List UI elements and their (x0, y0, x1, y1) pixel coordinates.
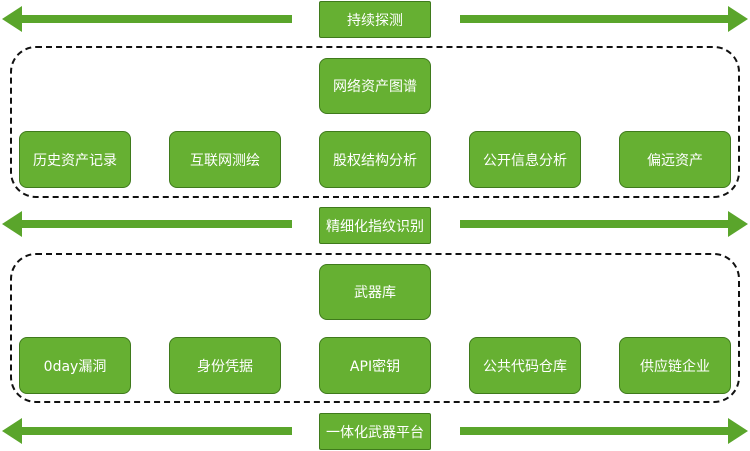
left-arrow-icon (2, 418, 292, 444)
right-arrow-icon (460, 211, 748, 237)
banner-continuous-detection: 持续探测 (319, 1, 431, 38)
left-arrow-icon (2, 211, 292, 237)
node-history-assets: 历史资产记录 (19, 131, 131, 188)
node-equity-structure: 股权结构分析 (319, 131, 431, 188)
right-arrow-icon (460, 6, 748, 32)
group-arsenal (10, 253, 740, 403)
node-supply-chain: 供应链企业 (619, 337, 731, 394)
asset-graph-title: 网络资产图谱 (319, 58, 431, 114)
banner-weapon-platform: 一体化武器平台 (319, 413, 431, 450)
node-public-info: 公开信息分析 (469, 131, 581, 188)
banner-fingerprint-recognition: 精细化指纹识别 (319, 207, 431, 244)
left-arrow-icon (2, 6, 292, 32)
group-asset-graph (10, 46, 740, 198)
node-api-keys: API密钥 (319, 337, 431, 394)
node-remote-assets: 偏远资产 (619, 131, 731, 188)
node-internet-mapping: 互联网测绘 (169, 131, 281, 188)
node-public-repos: 公共代码仓库 (469, 337, 581, 394)
node-credentials: 身份凭据 (169, 337, 281, 394)
node-0day: 0day漏洞 (19, 337, 131, 394)
right-arrow-icon (460, 418, 748, 444)
arsenal-title: 武器库 (319, 264, 431, 320)
